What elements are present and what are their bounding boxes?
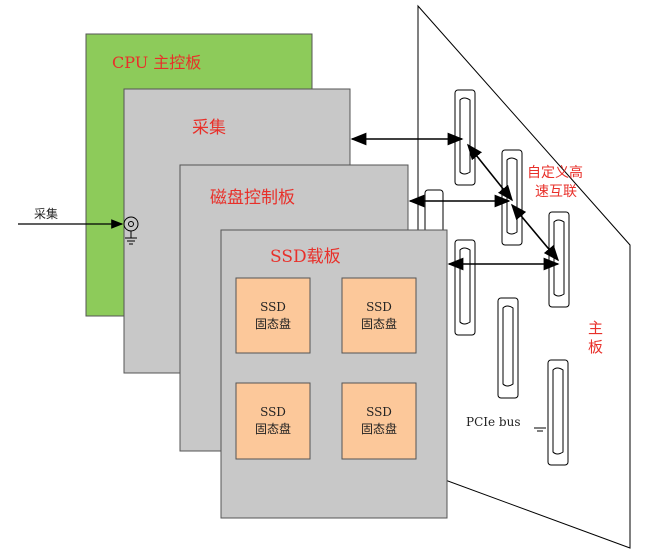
cpu-board-label: CPU 主控板 <box>112 53 201 72</box>
disk-controller-board-label: 磁盘控制板 <box>210 188 295 208</box>
connector-icon <box>123 216 139 245</box>
ssd-module-1: SSD 固态盘 <box>235 277 311 354</box>
slot-6 <box>497 297 519 399</box>
mainboard-plane <box>417 4 631 549</box>
slot-3 <box>548 211 570 308</box>
mainboard-label-line1: 主 <box>588 319 603 337</box>
mainboard-label-line2: 板 <box>588 338 603 356</box>
interconnect-arrow-2 <box>510 203 560 262</box>
slot-5 <box>454 239 476 336</box>
ssd-module-line1: SSD <box>366 405 392 419</box>
ssd-module-line2: 固态盘 <box>255 421 291 436</box>
ssd-carrier-board-label: SSD载板 <box>270 247 341 267</box>
interconnect-label-line2: 速互联 <box>535 184 577 200</box>
slot-1 <box>454 89 476 186</box>
ssd-module-line2: 固态盘 <box>361 421 397 436</box>
pcie-bus-label: PCIe bus <box>466 415 520 429</box>
input-signal-label: 采集 <box>34 206 58 221</box>
ssd-module-line2: 固态盘 <box>255 316 291 331</box>
ssd-module-3: SSD 固态盘 <box>235 382 311 460</box>
ssd-module-4: SSD 固态盘 <box>341 382 417 460</box>
ssd-module-2: SSD 固态盘 <box>341 277 417 354</box>
slot-2 <box>501 149 523 246</box>
ssd-module-line1: SSD <box>260 300 286 314</box>
ssd-module-line1: SSD <box>366 300 392 314</box>
interconnect-arrow-1 <box>467 143 513 202</box>
ssd-module-line1: SSD <box>260 405 286 419</box>
slot-7 <box>547 359 569 466</box>
ssd-carrier-board <box>220 229 448 519</box>
acquisition-board-label: 采集 <box>192 118 226 138</box>
ssd-module-line2: 固态盘 <box>361 316 397 331</box>
interconnect-label-line1: 自定义高 <box>527 164 583 181</box>
